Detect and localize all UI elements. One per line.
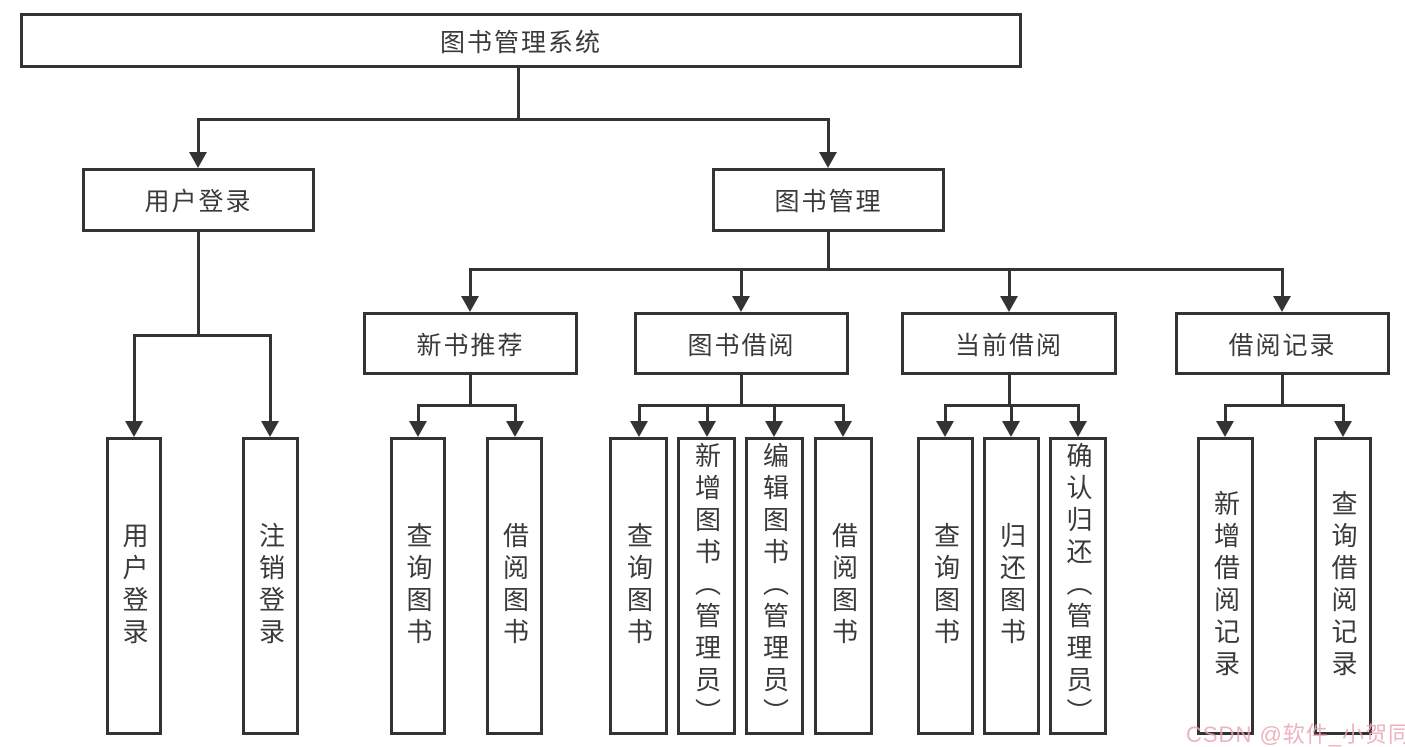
node-book-management: 图书管理: [712, 168, 945, 232]
connector-line: [132, 333, 272, 337]
leaf-query-book-2-label: 查询图书: [623, 522, 654, 650]
connector-arrow-line: [132, 335, 136, 424]
arrowhead-down-icon: [125, 421, 143, 437]
connector-line: [1223, 403, 1345, 407]
arrowhead-down-icon: [1273, 296, 1291, 312]
leaf-query-book-1: 查询图书: [390, 437, 446, 735]
connector-arrow-line: [841, 405, 845, 424]
connector-arrow-line: [1076, 405, 1080, 424]
connector-arrow-line: [268, 335, 272, 424]
node-user-login-group-label: 用户登录: [144, 188, 253, 216]
arrowhead-down-icon: [1000, 296, 1018, 312]
connector-arrow-line: [1009, 405, 1013, 424]
connector-line: [468, 267, 1284, 271]
leaf-query-book-2: 查询图书: [609, 437, 668, 735]
connector-line: [468, 375, 472, 407]
leaf-query-borrow-record: 查询借阅记录: [1314, 437, 1372, 735]
leaf-borrow-book-1: 借阅图书: [486, 437, 543, 735]
node-book-borrow: 图书借阅: [634, 312, 849, 375]
connector-line: [1007, 375, 1011, 407]
csdn-watermark: CSDN @软件_小贺同学: [1186, 722, 1405, 747]
leaf-logout-label: 注销登录: [255, 522, 286, 650]
node-borrow-record-label: 借阅记录: [1228, 331, 1337, 360]
connector-line: [196, 232, 200, 337]
node-root-label: 图书管理系统: [439, 28, 602, 57]
arrowhead-down-icon: [1334, 421, 1352, 437]
leaf-logout: 注销登录: [242, 437, 299, 735]
leaf-return-book-label: 归还图书: [996, 522, 1027, 650]
leaf-query-book-3-label: 查询图书: [930, 522, 961, 650]
leaf-add-book-admin-label: 新增图书（管理员）: [691, 442, 722, 730]
arrowhead-down-icon: [409, 421, 427, 437]
arrowhead-down-icon: [1216, 421, 1234, 437]
leaf-borrow-book-1-label: 借阅图书: [499, 522, 530, 650]
connector-arrow-line: [739, 269, 743, 299]
connector-arrow-line: [468, 269, 472, 299]
connector-arrow-line: [1223, 405, 1227, 424]
node-current-borrow-label: 当前借阅: [954, 331, 1063, 360]
leaf-borrow-book-2: 借阅图书: [814, 437, 873, 735]
arrowhead-down-icon: [765, 421, 783, 437]
leaf-user-login-label: 用户登录: [119, 522, 149, 650]
leaf-user-login: 用户登录: [106, 437, 162, 735]
node-new-book-recommend: 新书推荐: [363, 312, 578, 375]
connector-line: [739, 375, 743, 407]
arrowhead-down-icon: [1069, 421, 1087, 437]
connector-line: [637, 403, 845, 407]
arrowhead-down-icon: [189, 152, 207, 168]
connector-arrow-line: [943, 405, 947, 424]
leaf-confirm-return-admin-label: 确认归还（管理员）: [1063, 442, 1093, 730]
connector-line: [196, 117, 830, 121]
arrowhead-down-icon: [1002, 421, 1020, 437]
leaf-edit-book-admin: 编辑图书（管理员）: [745, 437, 804, 735]
leaf-add-borrow-record-label: 新增借阅记录: [1210, 490, 1241, 682]
leaf-confirm-return-admin: 确认归还（管理员）: [1049, 437, 1107, 735]
node-root: 图书管理系统: [20, 13, 1022, 68]
connector-line: [1280, 375, 1284, 407]
arrowhead-down-icon: [506, 421, 524, 437]
connector-arrow-line: [196, 119, 200, 155]
connector-arrow-line: [1341, 405, 1345, 424]
leaf-query-book-1-label: 查询图书: [403, 522, 433, 650]
leaf-query-borrow-record-label: 查询借阅记录: [1328, 490, 1358, 682]
connector-arrow-line: [1280, 269, 1284, 299]
arrowhead-down-icon: [732, 296, 750, 312]
arrowhead-down-icon: [936, 421, 954, 437]
node-new-book-recommend-label: 新书推荐: [416, 331, 525, 360]
connector-arrow-line: [826, 119, 830, 155]
connector-arrow-line: [705, 405, 709, 424]
connector-arrow-line: [772, 405, 776, 424]
leaf-query-book-3: 查询图书: [917, 437, 974, 735]
connector-arrow-line: [513, 405, 517, 424]
arrowhead-down-icon: [630, 421, 648, 437]
node-book-management-label: 图书管理: [774, 188, 883, 216]
node-borrow-record: 借阅记录: [1175, 312, 1390, 375]
connector-line: [416, 403, 517, 407]
arrowhead-down-icon: [698, 421, 716, 437]
leaf-edit-book-admin-label: 编辑图书（管理员）: [759, 442, 790, 730]
leaf-borrow-book-2-label: 借阅图书: [828, 522, 859, 650]
connector-arrow-line: [1007, 269, 1011, 299]
leaf-add-book-admin: 新增图书（管理员）: [677, 437, 736, 735]
arrowhead-down-icon: [819, 152, 837, 168]
connector-arrow-line: [637, 405, 641, 424]
leaf-add-borrow-record: 新增借阅记录: [1197, 437, 1254, 735]
node-user-login-group: 用户登录: [82, 168, 315, 232]
arrowhead-down-icon: [461, 296, 479, 312]
arrowhead-down-icon: [834, 421, 852, 437]
connector-line: [826, 232, 830, 271]
node-book-borrow-label: 图书借阅: [687, 331, 796, 360]
connector-arrow-line: [416, 405, 420, 424]
connector-line: [516, 67, 520, 121]
leaf-return-book: 归还图书: [983, 437, 1040, 735]
node-current-borrow: 当前借阅: [901, 312, 1117, 375]
arrowhead-down-icon: [261, 421, 279, 437]
